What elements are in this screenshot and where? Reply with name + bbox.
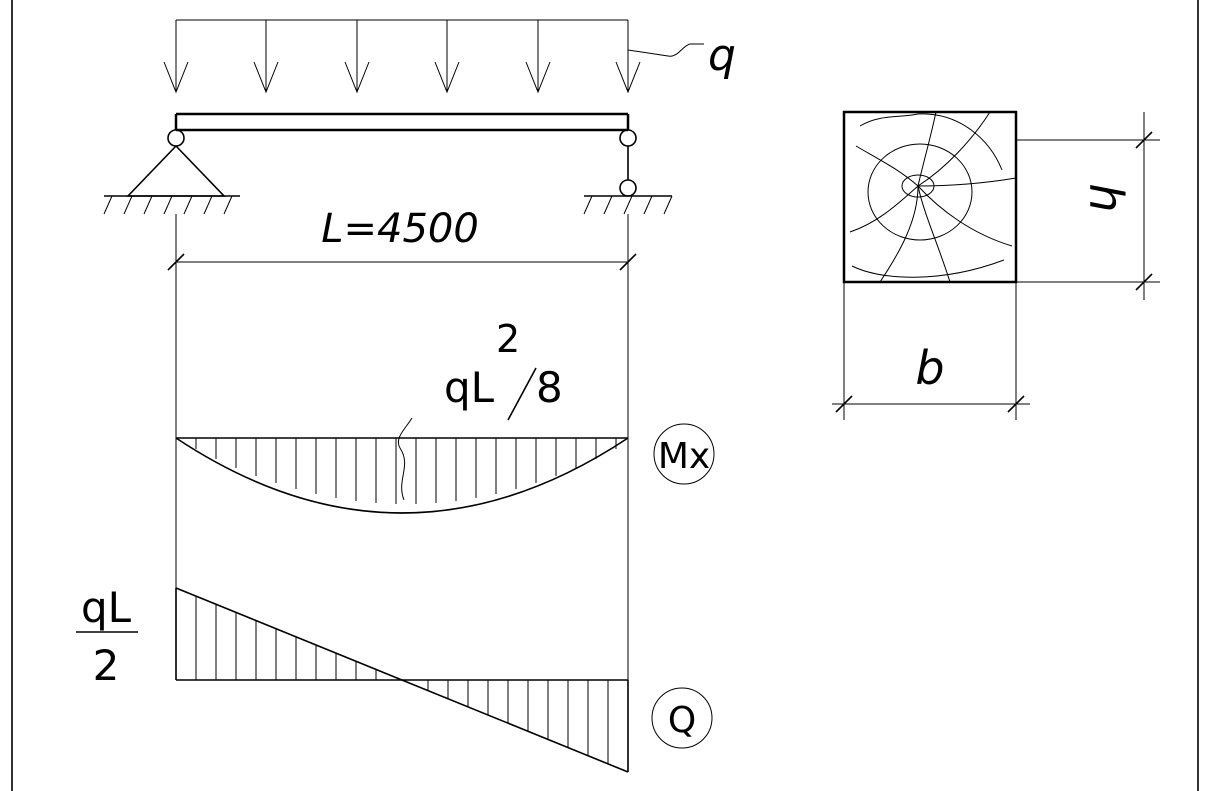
timber-cross-section: h b	[832, 110, 1160, 420]
roller-support	[583, 129, 673, 215]
drawing-frame	[11, 0, 1199, 791]
load-arrow	[434, 20, 460, 94]
shear-diagram: qL 2 Q	[76, 583, 713, 773]
load-arrow	[163, 20, 189, 94]
shear-value-denominator: 2	[93, 641, 120, 690]
section-width-label: b	[915, 341, 944, 395]
height-dimension: h	[1016, 112, 1160, 300]
moment-leader	[398, 417, 413, 501]
moment-value-denominator: 8	[536, 363, 563, 412]
shear-value-numerator: qL	[81, 583, 132, 632]
moment-value-slash	[507, 367, 537, 421]
pinned-support	[103, 129, 240, 215]
moment-diagram-label: Mx	[658, 436, 710, 477]
distributed-load: q	[163, 19, 736, 94]
beam	[174, 112, 630, 132]
load-leader	[627, 43, 704, 57]
shear-diagram-tag	[651, 687, 713, 749]
moment-diagram: qL 2 8 Mx	[175, 317, 715, 514]
load-arrow	[615, 20, 641, 94]
section-height-label: h	[1079, 183, 1133, 212]
load-arrow	[344, 20, 370, 94]
width-dimension: b	[832, 282, 1030, 420]
ground-hatch	[583, 195, 673, 215]
ground-hatch	[103, 195, 233, 215]
moment-value-exponent: 2	[496, 317, 520, 361]
shear-hatch	[195, 596, 609, 764]
load-label: q	[708, 30, 736, 81]
moment-value-numerator: qL	[444, 363, 495, 412]
moment-diagram-tag	[653, 423, 715, 485]
span-label: L=4500	[321, 206, 479, 252]
load-arrow	[253, 20, 279, 94]
moment-hatch	[195, 438, 617, 504]
shear-diagram-label: Q	[668, 700, 696, 741]
load-arrow	[525, 20, 551, 94]
span-dimension: L=4500	[167, 206, 637, 680]
wood-grain	[849, 111, 1017, 283]
